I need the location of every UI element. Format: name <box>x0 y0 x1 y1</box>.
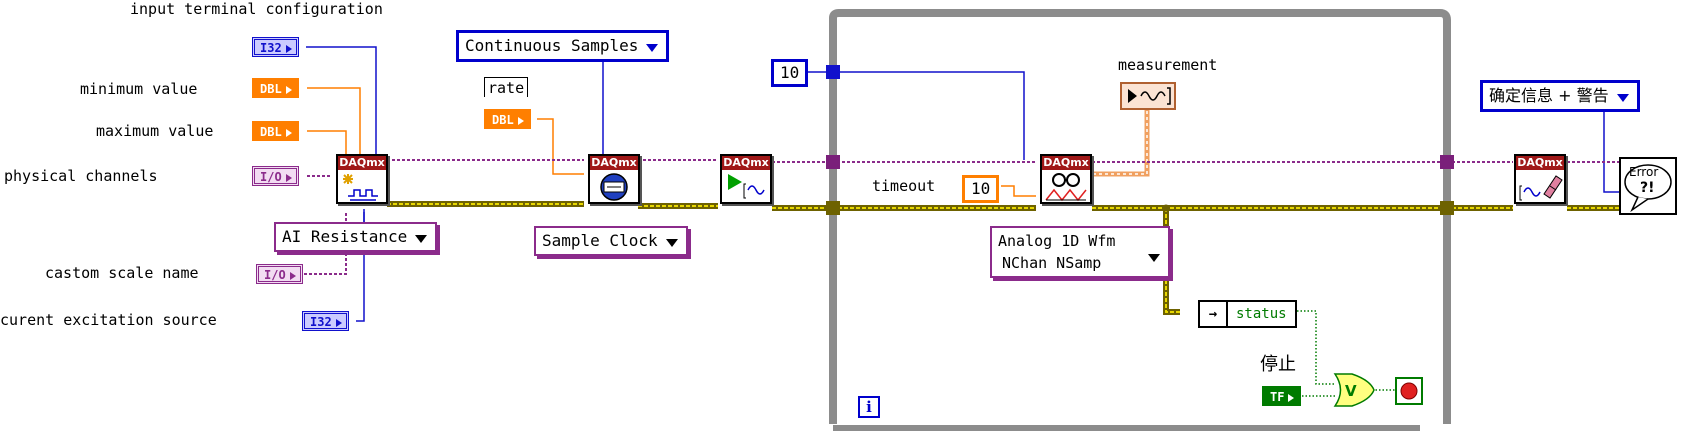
channel-type-ring[interactable]: AI Resistance <box>274 222 438 252</box>
daqmx-clear-task-vi[interactable]: DAQmx <box>1514 154 1566 204</box>
daqmx-start-task-vi[interactable]: DAQmx <box>720 154 772 204</box>
label-maximum-value: maximum value <box>96 122 214 140</box>
wire-task <box>387 159 1620 163</box>
svg-text:V: V <box>1345 382 1357 400</box>
read-glasses-icon <box>1045 173 1087 202</box>
timing-type-ring[interactable]: Sample Clock <box>534 226 688 256</box>
wire-status <box>1290 310 1335 385</box>
terminal-custom-scale[interactable]: I/O <box>256 264 303 284</box>
label-curent-excitation-source: curent excitation source <box>0 311 217 329</box>
wire-loop-count <box>805 71 1025 160</box>
read-format-ring[interactable]: Analog 1D Wfm NChan NSamp <box>990 226 1170 278</box>
channel-type-value: AI Resistance <box>282 227 408 246</box>
tunnel-task-out <box>1440 155 1454 169</box>
create-channel-icon <box>343 174 378 201</box>
chevron-down-icon <box>1616 94 1629 102</box>
terminal-excitation-source[interactable]: I32 <box>302 311 349 331</box>
terminal-stop-button[interactable]: TF <box>1262 386 1302 406</box>
chevron-down-icon <box>646 44 659 52</box>
read-format-line2: NChan NSamp <box>1002 254 1102 272</box>
terminal-rate[interactable]: DBL <box>484 109 531 129</box>
terminal-physical-channels[interactable]: I/O <box>252 166 299 186</box>
status-unbundle[interactable]: status <box>1198 300 1297 328</box>
terminal-input-config[interactable]: I32 <box>252 37 299 57</box>
label-rate: rate <box>484 77 529 97</box>
iteration-terminal: i <box>858 396 880 418</box>
daqmx-header: DAQmx <box>722 156 770 170</box>
stop-condition-icon <box>1395 377 1423 405</box>
loop-count-constant[interactable]: 10 <box>771 59 809 87</box>
sample-mode-ring[interactable]: Continuous Samples <box>456 30 670 62</box>
wire-custom-scale <box>304 212 347 275</box>
chevron-down-icon <box>665 239 678 247</box>
label-physical-channels: physical channels <box>4 167 158 185</box>
terminal-minimum-value[interactable]: DBL <box>252 78 299 98</box>
wire-input-config <box>306 46 377 160</box>
wire-max <box>307 130 347 160</box>
daqmx-header: DAQmx <box>1516 156 1564 170</box>
timeout-constant[interactable]: 10 <box>962 175 1000 203</box>
label-stop: 停止 <box>1260 354 1296 375</box>
error-text-mark: ?! <box>1640 180 1655 196</box>
chevron-down-icon <box>1148 254 1160 262</box>
label-timeout: timeout <box>872 177 936 195</box>
timing-type-value: Sample Clock <box>542 231 658 250</box>
label-castom-scale-name: castom scale name <box>45 264 199 282</box>
error-dialog-ring[interactable]: 确定信息 + 警告 <box>1480 80 1640 112</box>
start-icon <box>728 174 765 199</box>
chevron-down-icon <box>415 235 428 243</box>
measurement-indicator <box>1120 82 1176 110</box>
daqmx-timing-vi[interactable]: DAQmx <box>588 154 640 204</box>
daqmx-header: DAQmx <box>590 156 638 170</box>
daqmx-create-channel-vi[interactable]: DAQmx <box>336 154 388 204</box>
tunnel-error-in <box>826 201 840 215</box>
daqmx-read-vi[interactable]: DAQmx <box>1040 154 1092 204</box>
label-measurement: measurement <box>1118 56 1218 74</box>
terminal-maximum-value[interactable]: DBL <box>252 121 299 141</box>
clock-icon <box>600 173 628 201</box>
tunnel-error-out <box>1440 201 1454 215</box>
while-loop-frame <box>829 9 1451 424</box>
eraser-icon <box>1519 175 1563 201</box>
tunnel-loop-count <box>826 65 840 79</box>
label-input-terminal-configuration: input terminal configuration <box>130 0 383 18</box>
tunnel-task-in <box>826 155 840 169</box>
daqmx-header: DAQmx <box>338 156 386 170</box>
error-handler-icon: Error ?! <box>1619 157 1677 215</box>
wire-rate <box>537 118 584 175</box>
error-text-error: Error <box>1629 165 1658 179</box>
read-format-line1: Analog 1D Wfm <box>998 232 1116 250</box>
wire-error-cluster <box>387 201 1620 315</box>
or-function: V <box>1333 373 1375 407</box>
wire-min <box>307 87 361 160</box>
wire-timeout <box>1001 185 1036 197</box>
sample-mode-value: Continuous Samples <box>465 36 639 55</box>
label-minimum-value: minimum value <box>80 80 198 98</box>
daqmx-header: DAQmx <box>1042 156 1090 170</box>
error-dialog-value: 确定信息 + 警告 <box>1489 86 1609 105</box>
